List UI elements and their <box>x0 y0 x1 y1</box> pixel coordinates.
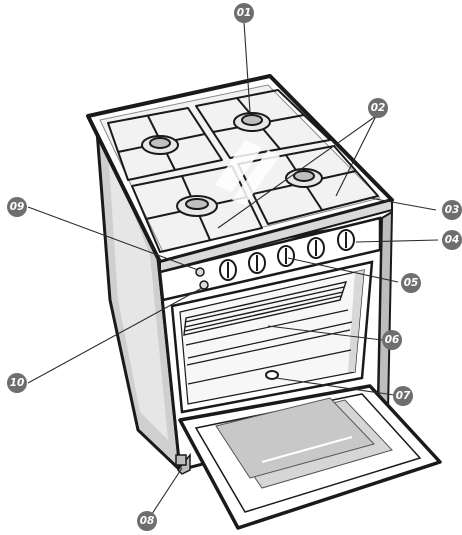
burners <box>141 112 323 217</box>
indicator-light <box>199 280 209 290</box>
control-knob-4 <box>307 237 325 259</box>
oven-cavity <box>170 260 374 414</box>
callout-07: 07 <box>393 386 413 406</box>
callout-05: 05 <box>401 273 421 293</box>
callout-06: 06 <box>382 330 402 350</box>
callout-06-label: 06 <box>385 334 400 346</box>
callout-02: 02 <box>368 98 388 118</box>
callout-01: 01 <box>234 3 254 23</box>
callout-04: 04 <box>442 230 462 250</box>
callout-03: 03 <box>442 200 462 220</box>
callout-03-label: 03 <box>445 204 460 216</box>
callout-02-label: 02 <box>371 102 386 114</box>
control-knob-5 <box>337 229 355 251</box>
leader-lines <box>27 21 439 521</box>
callout-10: 10 <box>7 373 27 393</box>
callout-04-label: 04 <box>445 234 460 246</box>
callout-08: 08 <box>137 511 157 531</box>
control-knob-1 <box>219 259 237 281</box>
control-knobs <box>219 229 355 281</box>
callouts: 01 02 03 04 05 06 07 08 <box>7 3 462 531</box>
burner-back-right <box>233 112 271 132</box>
control-knob-2 <box>248 252 266 274</box>
callout-09: 09 <box>7 197 27 217</box>
callout-10-label: 10 <box>10 377 25 389</box>
door-glass <box>215 397 393 489</box>
callout-08-label: 08 <box>140 515 155 527</box>
burner-front-left <box>176 195 218 217</box>
callout-05-label: 05 <box>404 277 419 289</box>
control-panel <box>158 216 382 302</box>
burner-back-left <box>141 135 179 155</box>
hob-highlight <box>215 140 280 205</box>
oven-shelf <box>183 281 348 336</box>
callout-01-label: 01 <box>237 7 252 19</box>
oven-door <box>176 384 442 530</box>
control-knob-3 <box>277 245 295 267</box>
oven-rack-rails <box>185 309 353 385</box>
callout-09-label: 09 <box>10 201 25 213</box>
oven-light <box>265 370 279 380</box>
callout-07-label: 07 <box>396 390 411 402</box>
burner-front-right <box>285 168 323 188</box>
adjustable-foot <box>175 454 187 466</box>
